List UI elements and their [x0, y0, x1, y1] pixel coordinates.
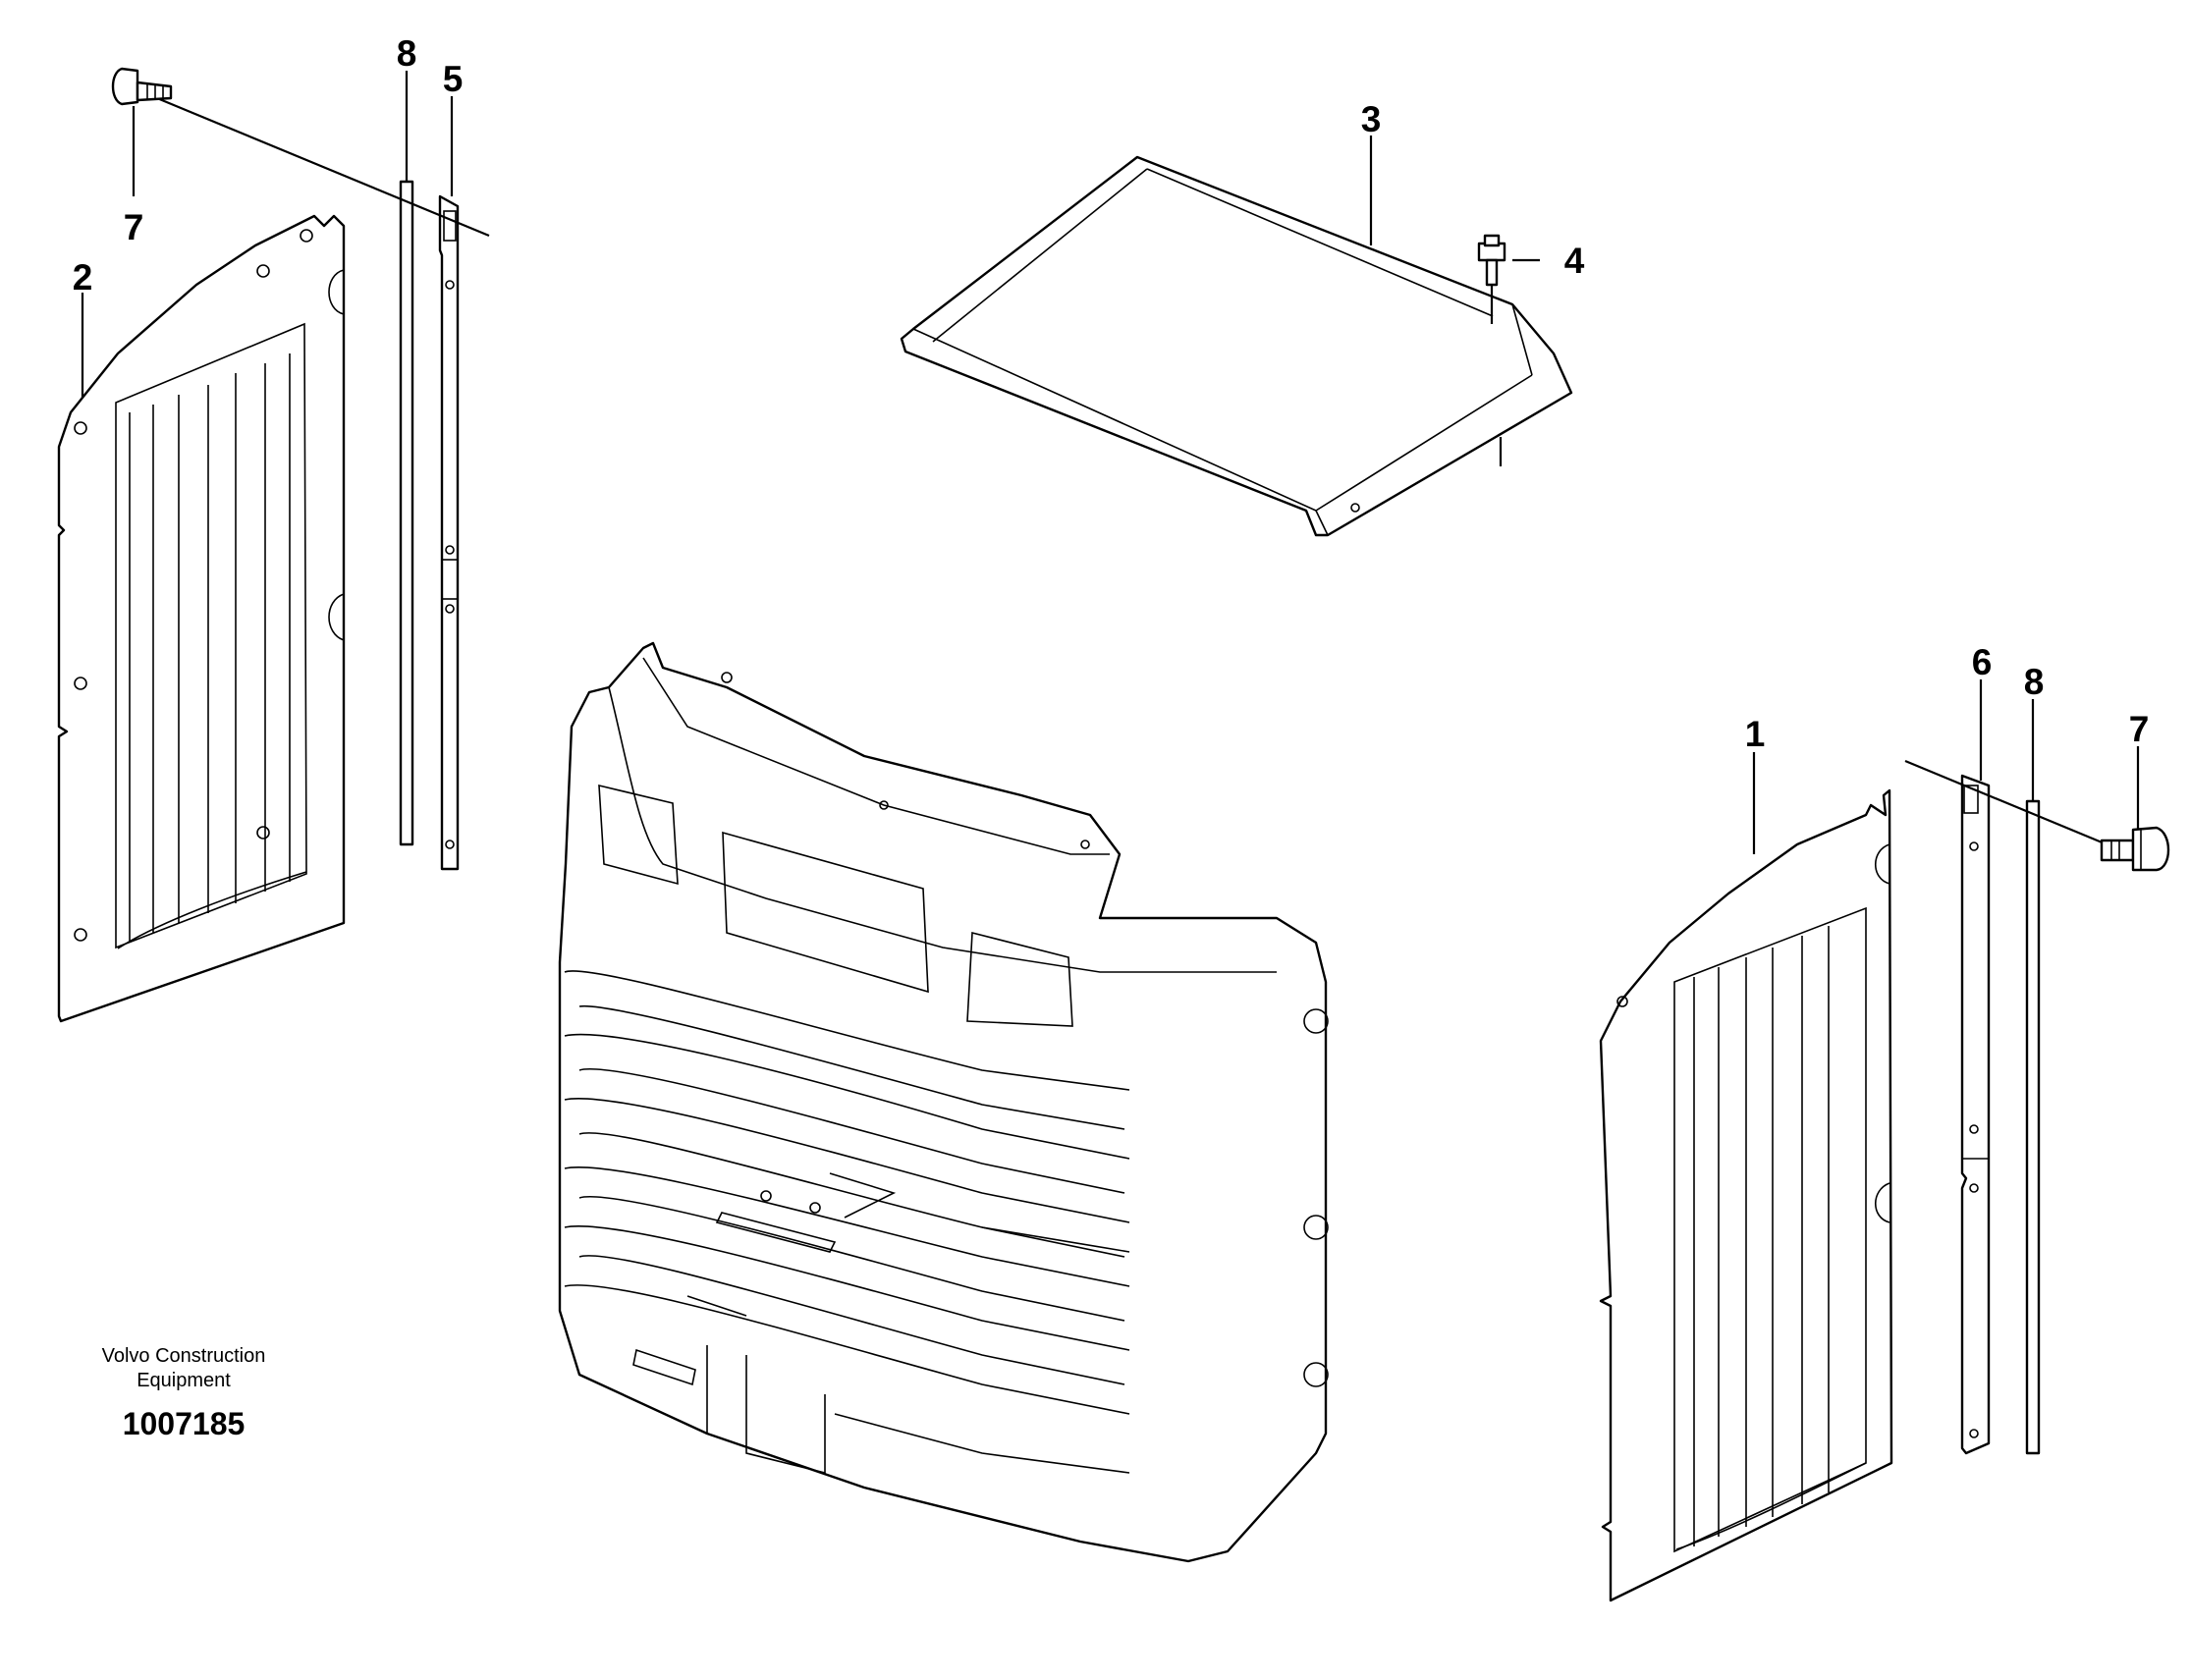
- callout-6: 6: [1972, 642, 1993, 682]
- callout-leaders: [81, 71, 2140, 854]
- center-front-grille-assembly: [558, 641, 1329, 1563]
- part-1-right-side-panel: [1599, 788, 1893, 1602]
- callout-8-right: 8: [2024, 662, 2045, 702]
- callout-5: 5: [443, 59, 464, 99]
- part-2-left-side-panel: [57, 214, 346, 1023]
- part-3-top-cover-tray: [900, 155, 1573, 537]
- brand-line-1: Volvo Construction: [102, 1345, 266, 1367]
- part-7-right-bolt: [1904, 759, 2170, 872]
- part-8-left-rod: [399, 180, 414, 846]
- part-7-left-bolt: [111, 67, 490, 238]
- part-6-bracket-strip: [1960, 774, 1991, 1455]
- callout-3: 3: [1361, 99, 1382, 139]
- part-4-bolt: [1477, 234, 1540, 466]
- callout-1: 1: [1745, 714, 1766, 754]
- part-5-bracket-strip: [438, 194, 460, 871]
- callout-7-left: 7: [124, 207, 144, 247]
- callout-7-right: 7: [2129, 709, 2150, 749]
- document-number: 1007185: [123, 1406, 246, 1441]
- callout-4: 4: [1564, 241, 1585, 281]
- callout-2: 2: [73, 257, 93, 298]
- part-8-right-rod: [2025, 799, 2041, 1455]
- callout-8-left: 8: [397, 33, 417, 74]
- brand-line-2: Equipment: [137, 1370, 231, 1391]
